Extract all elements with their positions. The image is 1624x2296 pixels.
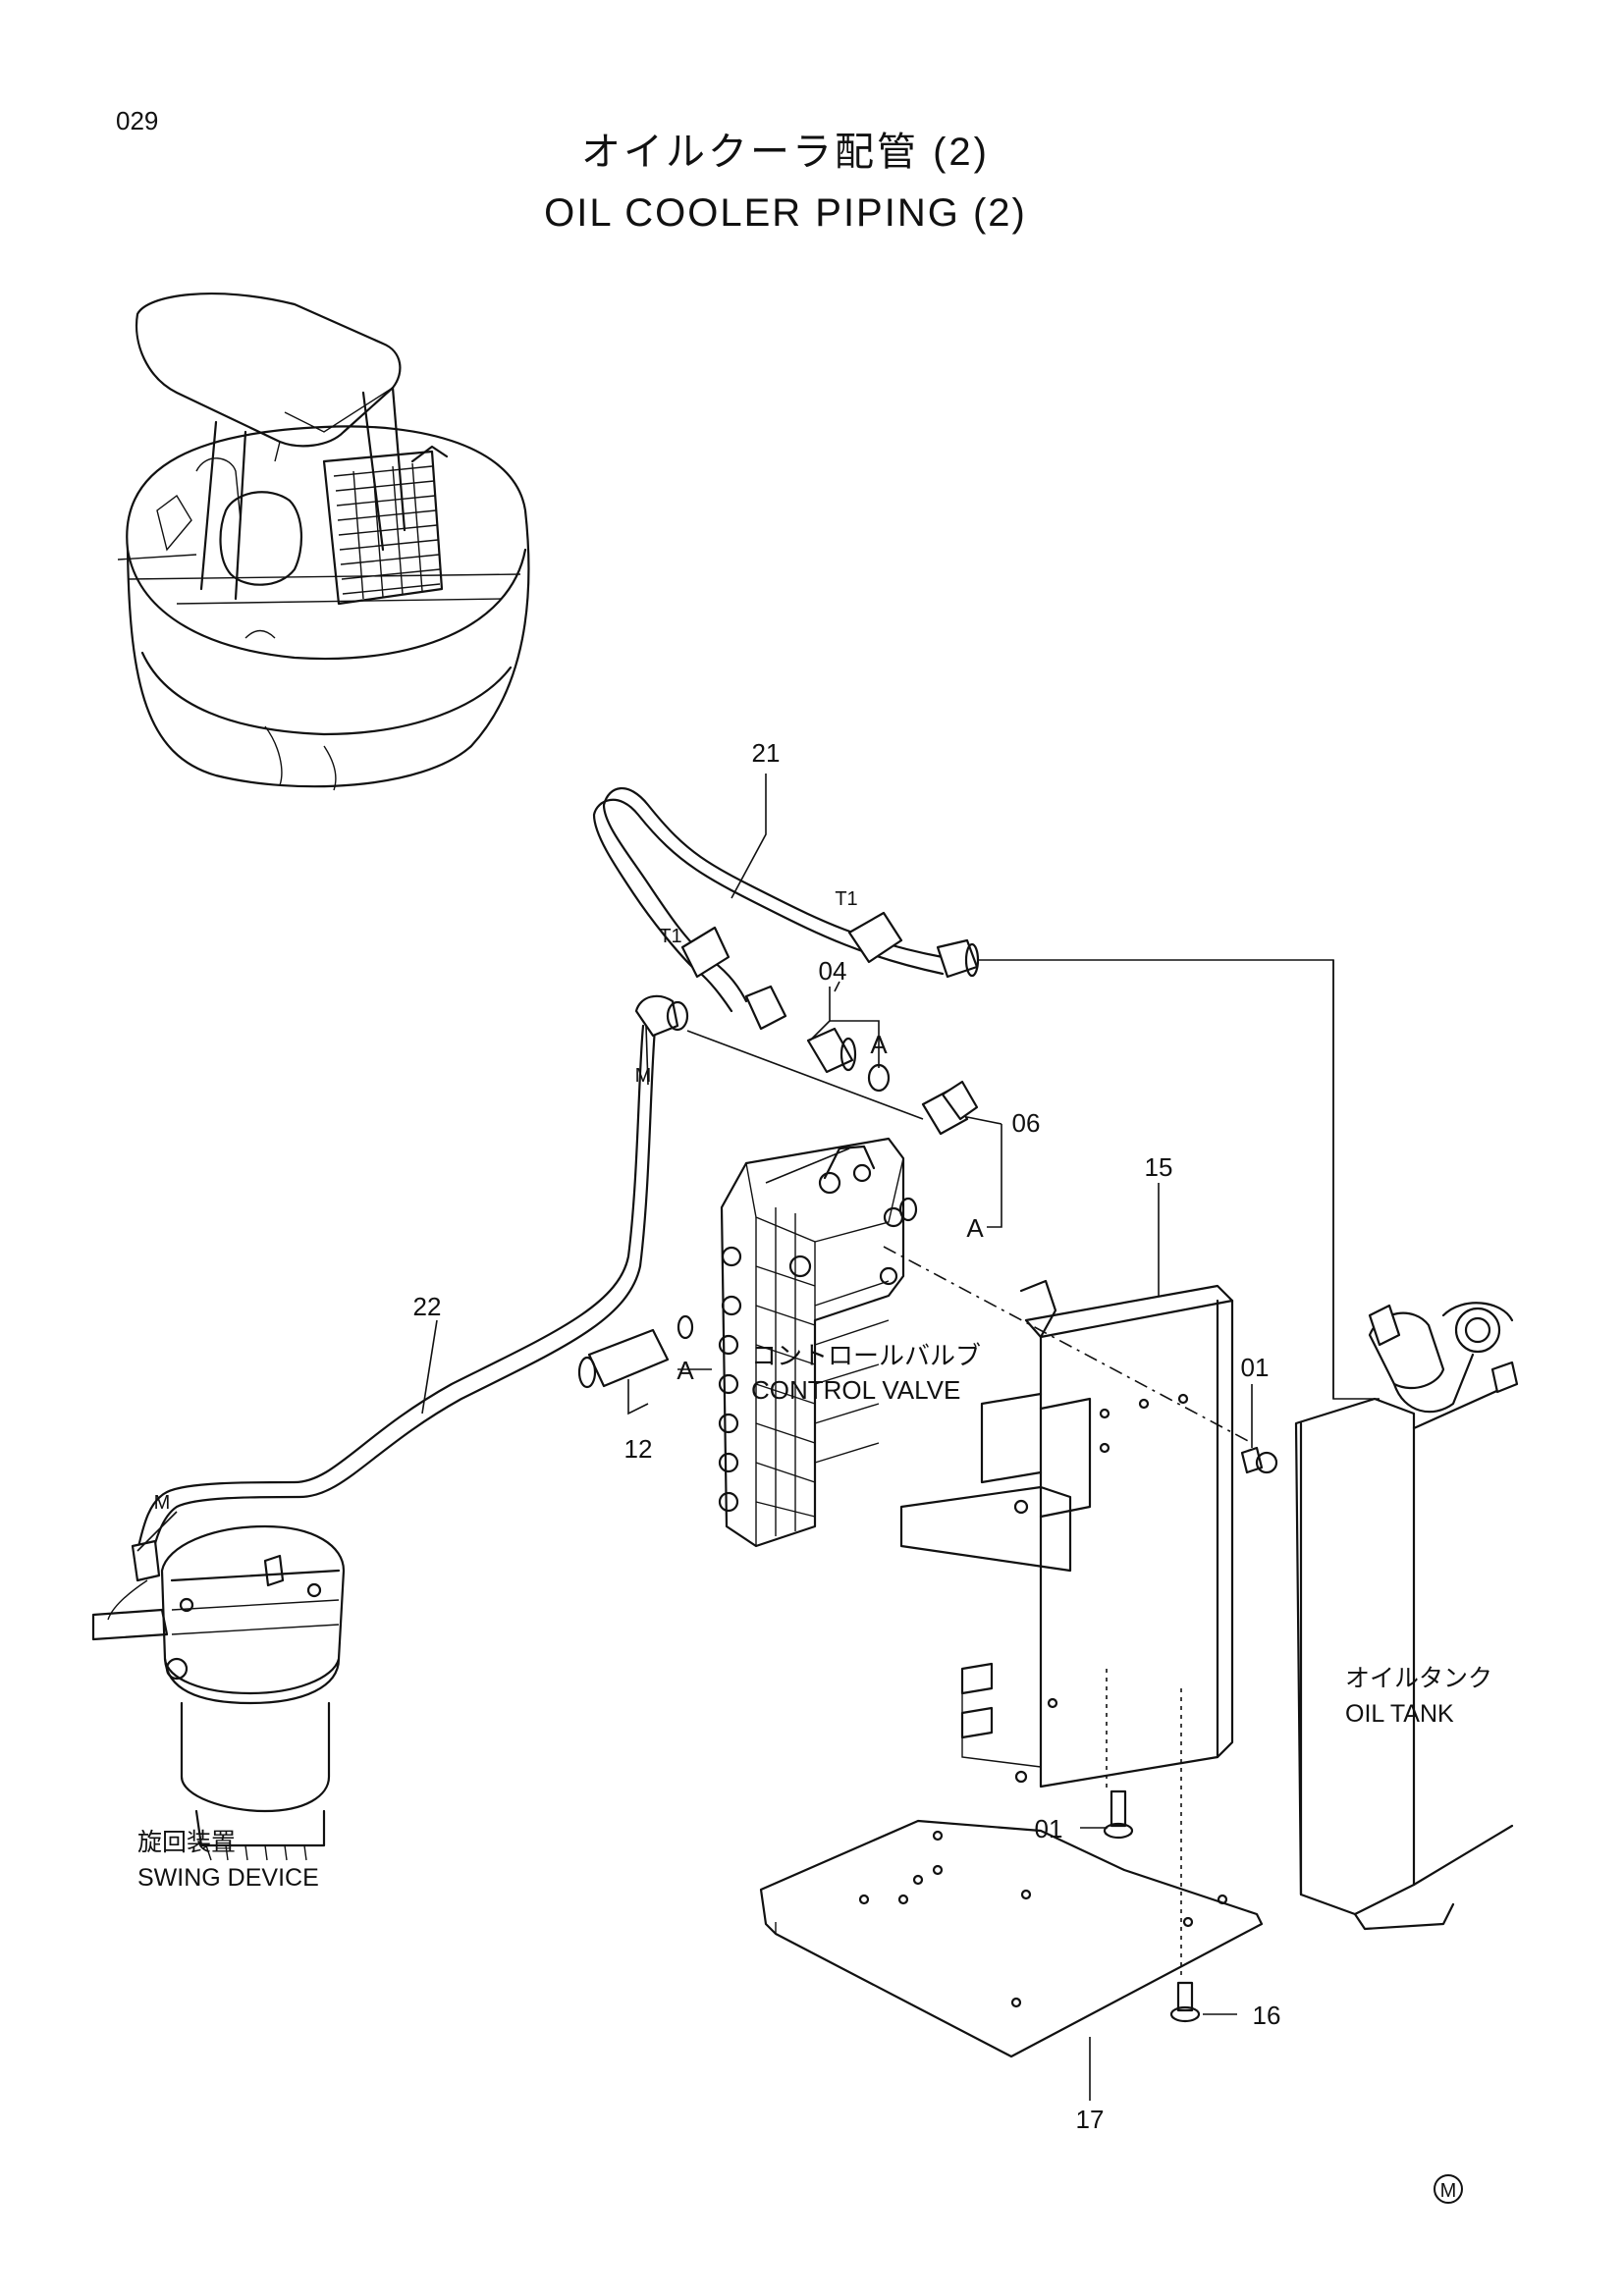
highlight-area-hatched [322, 445, 449, 606]
callout-labels: T1 T1 M M A A A [154, 888, 985, 1514]
fitting-06 [898, 1080, 979, 1222]
hose-22 [131, 994, 689, 1582]
fitting-12 [577, 1314, 694, 1389]
callout-t1-lower: T1 [659, 926, 681, 947]
guide-lines [677, 959, 1380, 1978]
callout-a-12: A [677, 1356, 694, 1385]
label-part-06: 06 [1012, 1108, 1041, 1138]
label-part-17: 17 [1076, 2105, 1105, 2134]
label-part-04: 04 [819, 956, 847, 986]
bolt-01-right [1240, 1446, 1278, 1474]
callout-t1-upper: T1 [835, 888, 857, 910]
part-number-labels: 21 04 06 15 22 12 01 01 16 17 [413, 738, 1281, 2134]
circled-m-mark: M [1434, 2174, 1463, 2204]
page-number: 029 [116, 106, 158, 135]
label-part-21: 21 [752, 738, 781, 768]
label-part-22: 22 [413, 1292, 442, 1321]
callout-m-upper: M [635, 1065, 652, 1087]
control-valve-label-jp: コントロールバルブ [751, 1341, 981, 1370]
oil-tank-label-jp: オイルタンク [1345, 1665, 1492, 1692]
label-part-01-bottom: 01 [1035, 1814, 1063, 1843]
callout-a-04: A [870, 1030, 888, 1059]
hose-21 [592, 787, 980, 1031]
title-english: OIL COOLER PIPING (2) [544, 191, 1027, 235]
bolt-01-bottom [1103, 1789, 1134, 1840]
plate-17 [759, 1819, 1264, 2058]
bolt-16 [1169, 1981, 1201, 2023]
control-valve-illustration [718, 1137, 905, 1548]
control-valve-label-en: CONTROL VALVE [751, 1375, 960, 1405]
component-labels: コントロールバルブ CONTROL VALVE オイルタンク OIL TANK … [137, 1341, 1492, 1892]
label-part-16: 16 [1253, 2001, 1281, 2030]
bracket-15 [899, 1279, 1234, 1789]
callout-m-lower: M [154, 1492, 171, 1514]
excavator-overview-illustration [117, 293, 530, 791]
oil-tank-label-en: OIL TANK [1345, 1700, 1454, 1728]
swing-device-label-jp: 旋回装置 [137, 1829, 236, 1856]
title-japanese: オイルクーラ配管 (2) [581, 131, 990, 174]
label-part-15: 15 [1145, 1152, 1173, 1182]
swing-device-illustration [91, 1524, 346, 1861]
callout-a-06: A [966, 1213, 984, 1243]
swing-device-label-en: SWING DEVICE [137, 1864, 319, 1892]
mark-letter: M [1440, 2180, 1457, 2202]
label-part-01-right: 01 [1241, 1353, 1270, 1382]
oil-tank-illustration [1294, 1302, 1519, 1931]
leader-lines [136, 774, 1253, 2101]
label-part-12: 12 [624, 1434, 653, 1464]
